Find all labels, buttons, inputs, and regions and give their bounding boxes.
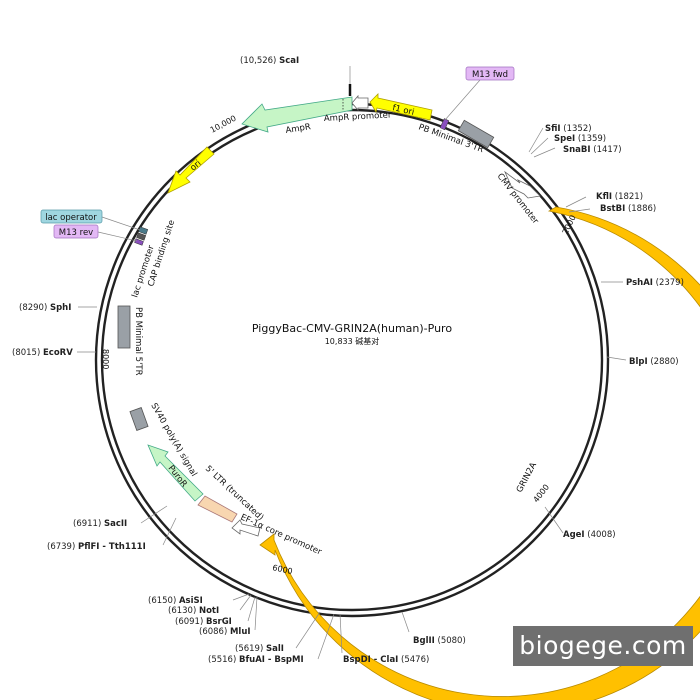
feature-label-grin2a: GRIN2A — [515, 461, 539, 495]
site-label-bglii[interactable]: BglII (5080) — [413, 636, 466, 646]
site-label-agei[interactable]: AgeI (4008) — [563, 530, 616, 540]
site-label-asisi[interactable]: (6150) AsiSI — [148, 596, 203, 606]
tick-label: 4000 — [531, 483, 551, 505]
site-label-sfii[interactable]: SfiI (1352) — [545, 124, 592, 134]
feature-sv40-polya[interactable] — [129, 407, 149, 431]
feature-ampr-promoter[interactable] — [351, 94, 369, 112]
site-label-bsrgi[interactable]: (6091) BsrGI — [175, 617, 232, 627]
tick-label: 6000 — [272, 563, 294, 576]
tick-label: 8000 — [101, 349, 110, 369]
feature-ampr[interactable] — [241, 96, 353, 133]
feature-pb-minimal-5tr[interactable] — [117, 305, 131, 349]
site-label-noti[interactable]: (6130) NotI — [168, 606, 219, 616]
feature-pb-minimal-3tr[interactable] — [457, 119, 495, 149]
feature-label-ampr: AmpR — [285, 122, 312, 136]
feature-5ltr[interactable] — [197, 495, 238, 523]
feature-f1-ori[interactable] — [369, 93, 433, 121]
tag-m13-rev[interactable]: M13 rev — [53, 224, 138, 242]
plasmid-size: 10,833 碱基对 — [325, 336, 380, 346]
feature-lac-cap[interactable] — [134, 226, 149, 246]
plasmid-name: PiggyBac-CMV-GRIN2A(human)-Puro — [252, 322, 452, 335]
site-label-snabi[interactable]: SnaBI (1417) — [563, 145, 622, 155]
site-leader-lines — [77, 66, 627, 660]
tag-m13-fwd[interactable]: M13 fwd — [444, 66, 515, 121]
feature-label-f1-ori: f1 ori — [391, 103, 415, 118]
svg-text:M13 fwd: M13 fwd — [472, 70, 508, 80]
feature-cmv-promoter[interactable] — [504, 170, 541, 199]
site-label-pshai[interactable]: PshAI (2379) — [626, 278, 684, 288]
feature-label-ampr-promoter: AmpR promoter — [324, 110, 392, 124]
site-label-blpi[interactable]: BlpI (2880) — [629, 357, 679, 367]
site-label-ecorv[interactable]: (8015) EcoRV — [12, 348, 73, 358]
tick-label: 10,000 — [209, 114, 238, 135]
site-label-bfuai-bspmi[interactable]: (5516) BfuAI - BspMI — [208, 655, 304, 665]
feature-puror[interactable] — [147, 444, 204, 502]
site-label-bspdi-clai[interactable]: BspDI - ClaI (5476) — [343, 655, 429, 665]
feature-m13fwd-mark — [439, 118, 450, 131]
site-label-kfli[interactable]: KflI (1821) — [596, 192, 643, 202]
site-label-sphi[interactable]: (8290) SphI — [19, 303, 71, 313]
site-label-spei[interactable]: SpeI (1359) — [554, 134, 606, 144]
svg-text:lac operator: lac operator — [45, 213, 97, 223]
watermark-logo: biogege.com — [513, 626, 693, 666]
feature-ori[interactable] — [167, 146, 215, 194]
tag-lac-operator[interactable]: lac operator — [40, 209, 141, 231]
feature-label-pb5tr: PB Minimal 5'TR — [133, 307, 143, 376]
svg-text:M13 rev: M13 rev — [59, 228, 93, 238]
feature-label-ef1a: EF-1α core promoter — [239, 513, 324, 558]
feature-ef1a-promoter[interactable] — [231, 519, 261, 537]
site-label-pflfi-tth111i[interactable]: (6739) PflFI - Tth111I — [47, 542, 146, 552]
site-label-bstbi[interactable]: BstBI (1886) — [600, 204, 656, 214]
site-label-sacii[interactable]: (6911) SacII — [73, 519, 127, 529]
site-label-sali[interactable]: (5619) SalI — [235, 644, 284, 654]
site-label-mlui[interactable]: (6086) MluI — [199, 627, 251, 637]
site-label-scai[interactable]: (10,526) ScaI — [240, 56, 299, 66]
